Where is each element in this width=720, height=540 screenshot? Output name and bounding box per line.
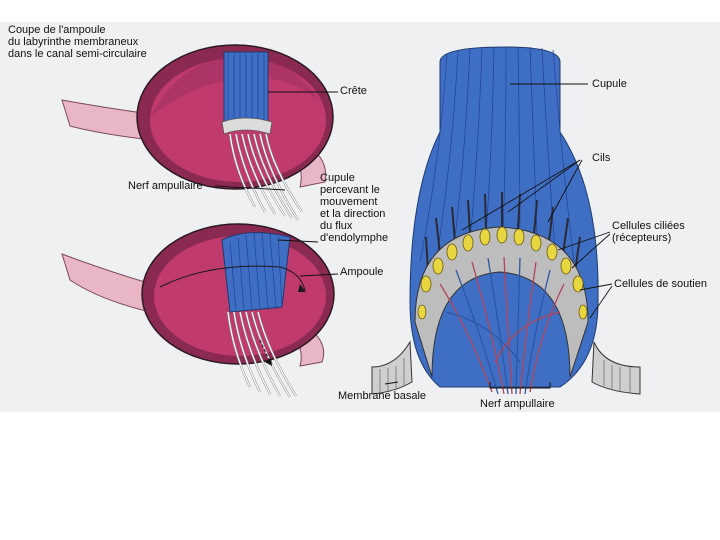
label-cellules-ciliees: Cellules ciliées (récepteurs): [612, 220, 685, 244]
cilia-group: [425, 192, 581, 273]
label-nerf-ampullaire-right: Nerf ampullaire: [480, 398, 555, 410]
label-membrane-basale: Membrane basale: [338, 390, 427, 402]
hair-cells-group: [417, 226, 588, 320]
ampulla-figure: Coupe de l'ampoule du labyrinthe membran…: [0, 22, 720, 412]
ampoule-top-drawing: [61, 44, 334, 221]
leader-lines: [214, 83, 613, 385]
label-crete: Crête: [340, 85, 367, 97]
nerve-fibers-group: [439, 256, 565, 395]
ampulla-illustration: [61, 44, 641, 398]
label-ampoule: Ampoule: [340, 266, 384, 278]
label-cupule-mouvement: Cupule percevant le mouvement et la dire…: [320, 172, 389, 244]
label-cils: Cils: [592, 152, 611, 164]
label-nerf-ampullaire-left: Nerf ampullaire: [128, 180, 203, 192]
label-coupe-ampoule: Coupe de l'ampoule du labyrinthe membran…: [8, 24, 147, 60]
label-cellules-soutien: Cellules de soutien: [614, 278, 707, 290]
label-cupule: Cupule: [592, 78, 627, 90]
ampoule-bottom-drawing: [61, 223, 335, 398]
crista-detail-drawing: [371, 46, 641, 395]
